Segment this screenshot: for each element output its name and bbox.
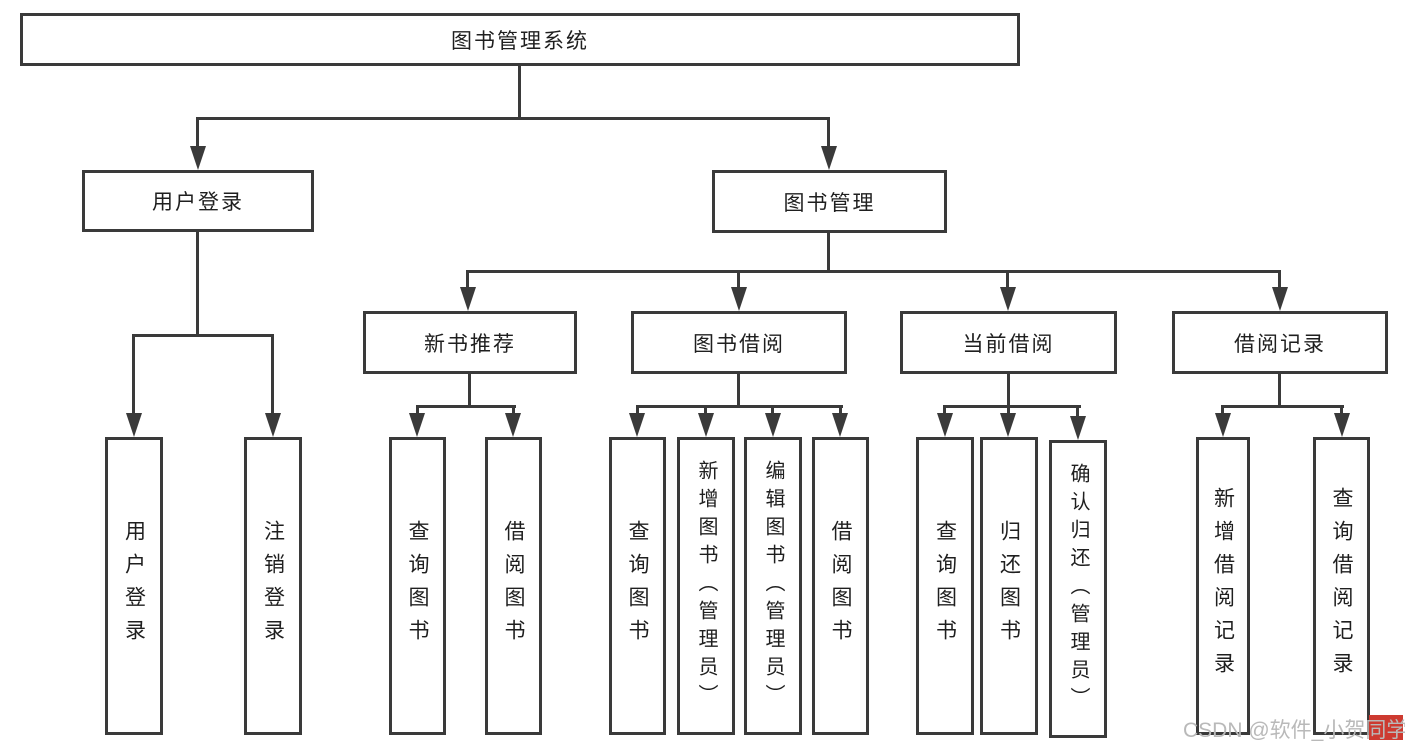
- node-label: 新书推荐: [424, 332, 516, 356]
- connector-user-login-trunk: [196, 232, 199, 337]
- connector-to-newbook: [466, 270, 469, 289]
- connector-to-leaf: [1007, 405, 1010, 417]
- node-label: 借阅图书: [502, 520, 525, 652]
- arrow-down-icon: [505, 413, 521, 437]
- connector-book-mgmt-branch: [466, 270, 1281, 273]
- arrow-down-icon: [698, 413, 714, 437]
- connector-current-branch: [943, 405, 1081, 408]
- node-book-management: 图书管理: [712, 170, 947, 233]
- arrow-down-icon: [1000, 287, 1016, 311]
- arrow-down-icon: [821, 146, 837, 170]
- node-label: 图书管理: [783, 191, 876, 215]
- leaf-edit-book-admin: 编辑图书（管理员）: [744, 437, 802, 735]
- node-library-system: 图书管理系统: [20, 13, 1020, 66]
- node-label: 新增借阅记录: [1211, 487, 1235, 685]
- node-current-borrowing: 当前借阅: [900, 311, 1117, 374]
- arrow-down-icon: [765, 413, 781, 437]
- node-label: 编辑图书（管理员）: [762, 460, 784, 712]
- connector-to-leaf: [512, 405, 515, 417]
- node-label: 借阅图书: [829, 520, 852, 652]
- leaf-return-book: 归还图书: [980, 437, 1038, 735]
- connector-borrow-trunk: [737, 374, 740, 408]
- node-label: 查询图书: [933, 520, 957, 652]
- connector-to-leaf: [271, 334, 274, 415]
- arrow-down-icon: [126, 413, 142, 437]
- node-user-login: 用户登录: [82, 170, 314, 232]
- connector-to-leaf: [416, 405, 419, 417]
- connector-records-trunk: [1278, 374, 1281, 408]
- node-label: 查询图书: [626, 520, 649, 652]
- connector-root-trunk: [518, 66, 521, 120]
- node-book-borrowing: 图书借阅: [631, 311, 847, 374]
- leaf-query-borrow-record: 查询借阅记录: [1313, 437, 1370, 735]
- leaf-query-book: 查询图书: [609, 437, 666, 735]
- node-label: 当前借阅: [962, 332, 1055, 356]
- watermark-text: CSDN @软件_小贺同学: [1183, 719, 1405, 742]
- connector-to-records: [1278, 270, 1281, 289]
- arrow-down-icon: [629, 413, 645, 437]
- arrow-down-icon: [190, 146, 206, 170]
- arrow-down-icon: [409, 413, 425, 437]
- node-label: 确认归还（管理员）: [1067, 463, 1089, 715]
- node-label: 图书管理系统: [451, 29, 589, 53]
- connector-book-mgmt-trunk: [827, 233, 830, 273]
- leaf-query-book: 查询图书: [389, 437, 446, 735]
- arrow-down-icon: [1272, 287, 1288, 311]
- node-label: 归还图书: [997, 520, 1021, 652]
- arrow-down-icon: [265, 413, 281, 437]
- arrow-down-icon: [1000, 413, 1016, 437]
- node-label: 图书借阅: [693, 332, 785, 356]
- connector-to-leaf: [132, 334, 135, 415]
- arrow-down-icon: [937, 413, 953, 437]
- leaf-borrow-book: 借阅图书: [812, 437, 869, 735]
- connector-records-branch: [1221, 405, 1344, 408]
- leaf-borrow-book: 借阅图书: [485, 437, 542, 735]
- connector-to-borrow: [737, 270, 740, 289]
- connector-to-leaf: [839, 405, 842, 417]
- connector-to-leaf: [1340, 405, 1343, 417]
- node-label: 用户登录: [152, 191, 244, 214]
- connector-current-trunk: [1007, 374, 1010, 408]
- node-label: 注销登录: [261, 520, 285, 652]
- connector-to-current: [1006, 270, 1009, 289]
- arrow-down-icon: [1070, 416, 1086, 440]
- leaf-add-borrow-record: 新增借阅记录: [1196, 437, 1250, 735]
- arrow-down-icon: [731, 287, 747, 311]
- csdn-watermark: CSDN @软件_小贺同学: [1183, 714, 1405, 742]
- arrow-down-icon: [1215, 413, 1231, 437]
- connector-to-book-mgmt: [827, 117, 830, 149]
- leaf-add-book-admin: 新增图书（管理员）: [677, 437, 735, 735]
- node-new-book-recommendation: 新书推荐: [363, 311, 577, 374]
- node-label: 借阅记录: [1234, 332, 1326, 356]
- connector-newbook-trunk: [468, 374, 471, 408]
- connector-borrow-branch: [636, 405, 843, 408]
- connector-user-login-branch: [132, 334, 274, 337]
- node-label: 用户登录: [122, 520, 146, 652]
- leaf-user-login: 用户登录: [105, 437, 163, 735]
- leaf-query-book: 查询图书: [916, 437, 974, 735]
- watermark-red-block: [1369, 715, 1403, 740]
- connector-to-leaf: [771, 405, 774, 417]
- node-borrowing-records: 借阅记录: [1172, 311, 1388, 374]
- leaf-confirm-return-admin: 确认归还（管理员）: [1049, 440, 1107, 738]
- connector-to-leaf: [1076, 405, 1079, 419]
- arrow-down-icon: [1334, 413, 1350, 437]
- connector-newbook-branch: [416, 405, 516, 408]
- leaf-logout: 注销登录: [244, 437, 302, 735]
- node-label: 新增图书（管理员）: [695, 460, 717, 712]
- arrow-down-icon: [832, 413, 848, 437]
- connector-to-leaf: [943, 405, 946, 417]
- node-label: 查询借阅记录: [1330, 487, 1353, 685]
- connector-to-user-login: [196, 117, 199, 149]
- node-label: 查询图书: [406, 520, 429, 652]
- connector-to-leaf: [636, 405, 639, 417]
- connector-root-branch: [196, 117, 830, 120]
- connector-to-leaf: [704, 405, 707, 417]
- arrow-down-icon: [460, 287, 476, 311]
- connector-to-leaf: [1221, 405, 1224, 417]
